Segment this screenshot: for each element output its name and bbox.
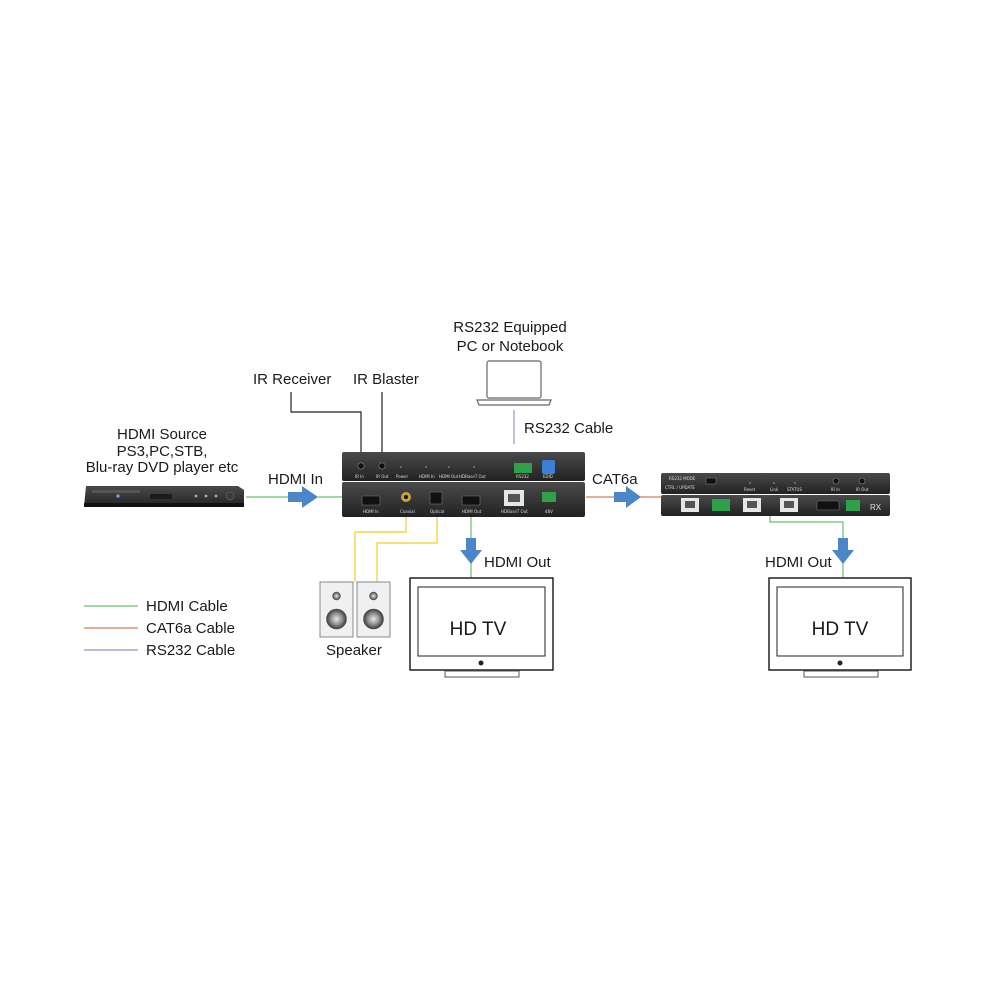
tx-front-port-label: Optical xyxy=(430,509,444,514)
tx-front-port-label: HDMI In xyxy=(363,509,379,514)
rx-top-port-label: Reset xyxy=(744,487,756,492)
flow-arrows xyxy=(288,486,854,564)
rx-rear-panel: RS232 MODE CTRL / UPDATE Reset Link STAT… xyxy=(661,473,890,494)
tx-front-port-label: Coaxial xyxy=(400,509,415,514)
tv-right-icon xyxy=(768,577,912,678)
hdmi-cable-rx-out xyxy=(769,516,844,540)
rx-top-port-label: STATUS xyxy=(787,487,802,492)
tx-rear-panel: IR In IR Out Power HDMI In HDMI Out HDBa… xyxy=(342,452,585,481)
tx-top-port-label: IR Out xyxy=(376,474,389,479)
rx-badge: RX xyxy=(870,503,882,512)
labels: HDMI Source PS3,PC,STB, Blu-ray DVD play… xyxy=(86,319,869,659)
tx-front-port-label: HDBaseT Out xyxy=(501,509,528,514)
tx-top-port-label: RS232 xyxy=(516,474,529,479)
legend-label-cat6a: CAT6a Cable xyxy=(146,620,235,637)
speaker-label: Speaker xyxy=(326,642,382,659)
cat6a-label: CAT6a xyxy=(592,471,638,488)
hdmi-in-arrow xyxy=(288,486,318,508)
pc-label-line1: RS232 Equipped xyxy=(453,319,566,336)
tv-left-icon xyxy=(409,577,554,678)
ir-receiver-label: IR Receiver xyxy=(253,371,331,388)
tv-left-label: HD TV xyxy=(450,619,507,640)
hdmi-out-right-label: HDMI Out xyxy=(765,554,833,571)
rx-front-panel: RX xyxy=(661,495,890,516)
source-subtitle-1: PS3,PC,STB, xyxy=(117,443,208,460)
rx-top-port-label: IR Out xyxy=(856,487,869,492)
legend: HDMI Cable CAT6a Cable RS232 Cable xyxy=(84,598,235,659)
audio-cable-optical xyxy=(376,512,438,582)
rx-top-port-label: CTRL / UPDATE xyxy=(665,485,695,490)
legend-label-rs232: RS232 Cable xyxy=(146,642,235,659)
hdmi-out-left-arrow xyxy=(460,538,482,564)
tx-front-port-label: HDMI Out xyxy=(462,509,482,514)
tv-right-label: HD TV xyxy=(812,619,869,640)
hdmi-in-label: HDMI In xyxy=(268,471,323,488)
tx-top-port-label: HDBaseT Out xyxy=(459,474,486,479)
audio-cable-coax xyxy=(354,512,407,582)
tx-front-port-label: 48V xyxy=(545,509,553,514)
hdmi-source-device xyxy=(84,486,244,507)
cat6a-arrow xyxy=(614,486,641,508)
tx-top-port-label: Power xyxy=(396,474,408,479)
tx-front-panel: HDMI In Coaxial Optical HDMI Out HDBaseT… xyxy=(342,482,585,517)
tx-top-port-label: HDMI Out xyxy=(439,474,459,479)
cables xyxy=(246,392,844,582)
tx-top-port-label: IR In xyxy=(355,474,364,479)
source-title: HDMI Source xyxy=(117,426,207,443)
ir-receiver-cable xyxy=(290,392,362,452)
tx-top-port-label: HDMI In xyxy=(419,474,435,479)
rs232-cable-label: RS232 Cable xyxy=(524,420,613,437)
tx-top-port-label: EDID xyxy=(543,474,553,479)
hdmi-out-left-label: HDMI Out xyxy=(484,554,552,571)
laptop-icon xyxy=(476,360,552,406)
hdmi-out-right-arrow xyxy=(832,538,854,564)
pc-label-line2: PC or Notebook xyxy=(457,338,564,355)
ir-blaster-label: IR Blaster xyxy=(353,371,419,388)
rx-top-port-label: RS232 MODE xyxy=(669,476,696,481)
speaker-right-icon xyxy=(356,581,391,638)
speaker-left-icon xyxy=(319,581,354,638)
rx-top-port-label: IR In xyxy=(831,487,840,492)
legend-label-hdmi: HDMI Cable xyxy=(146,598,228,615)
rx-top-port-label: Link xyxy=(770,487,779,492)
source-subtitle-2: Blu-ray DVD player etc xyxy=(86,459,239,476)
